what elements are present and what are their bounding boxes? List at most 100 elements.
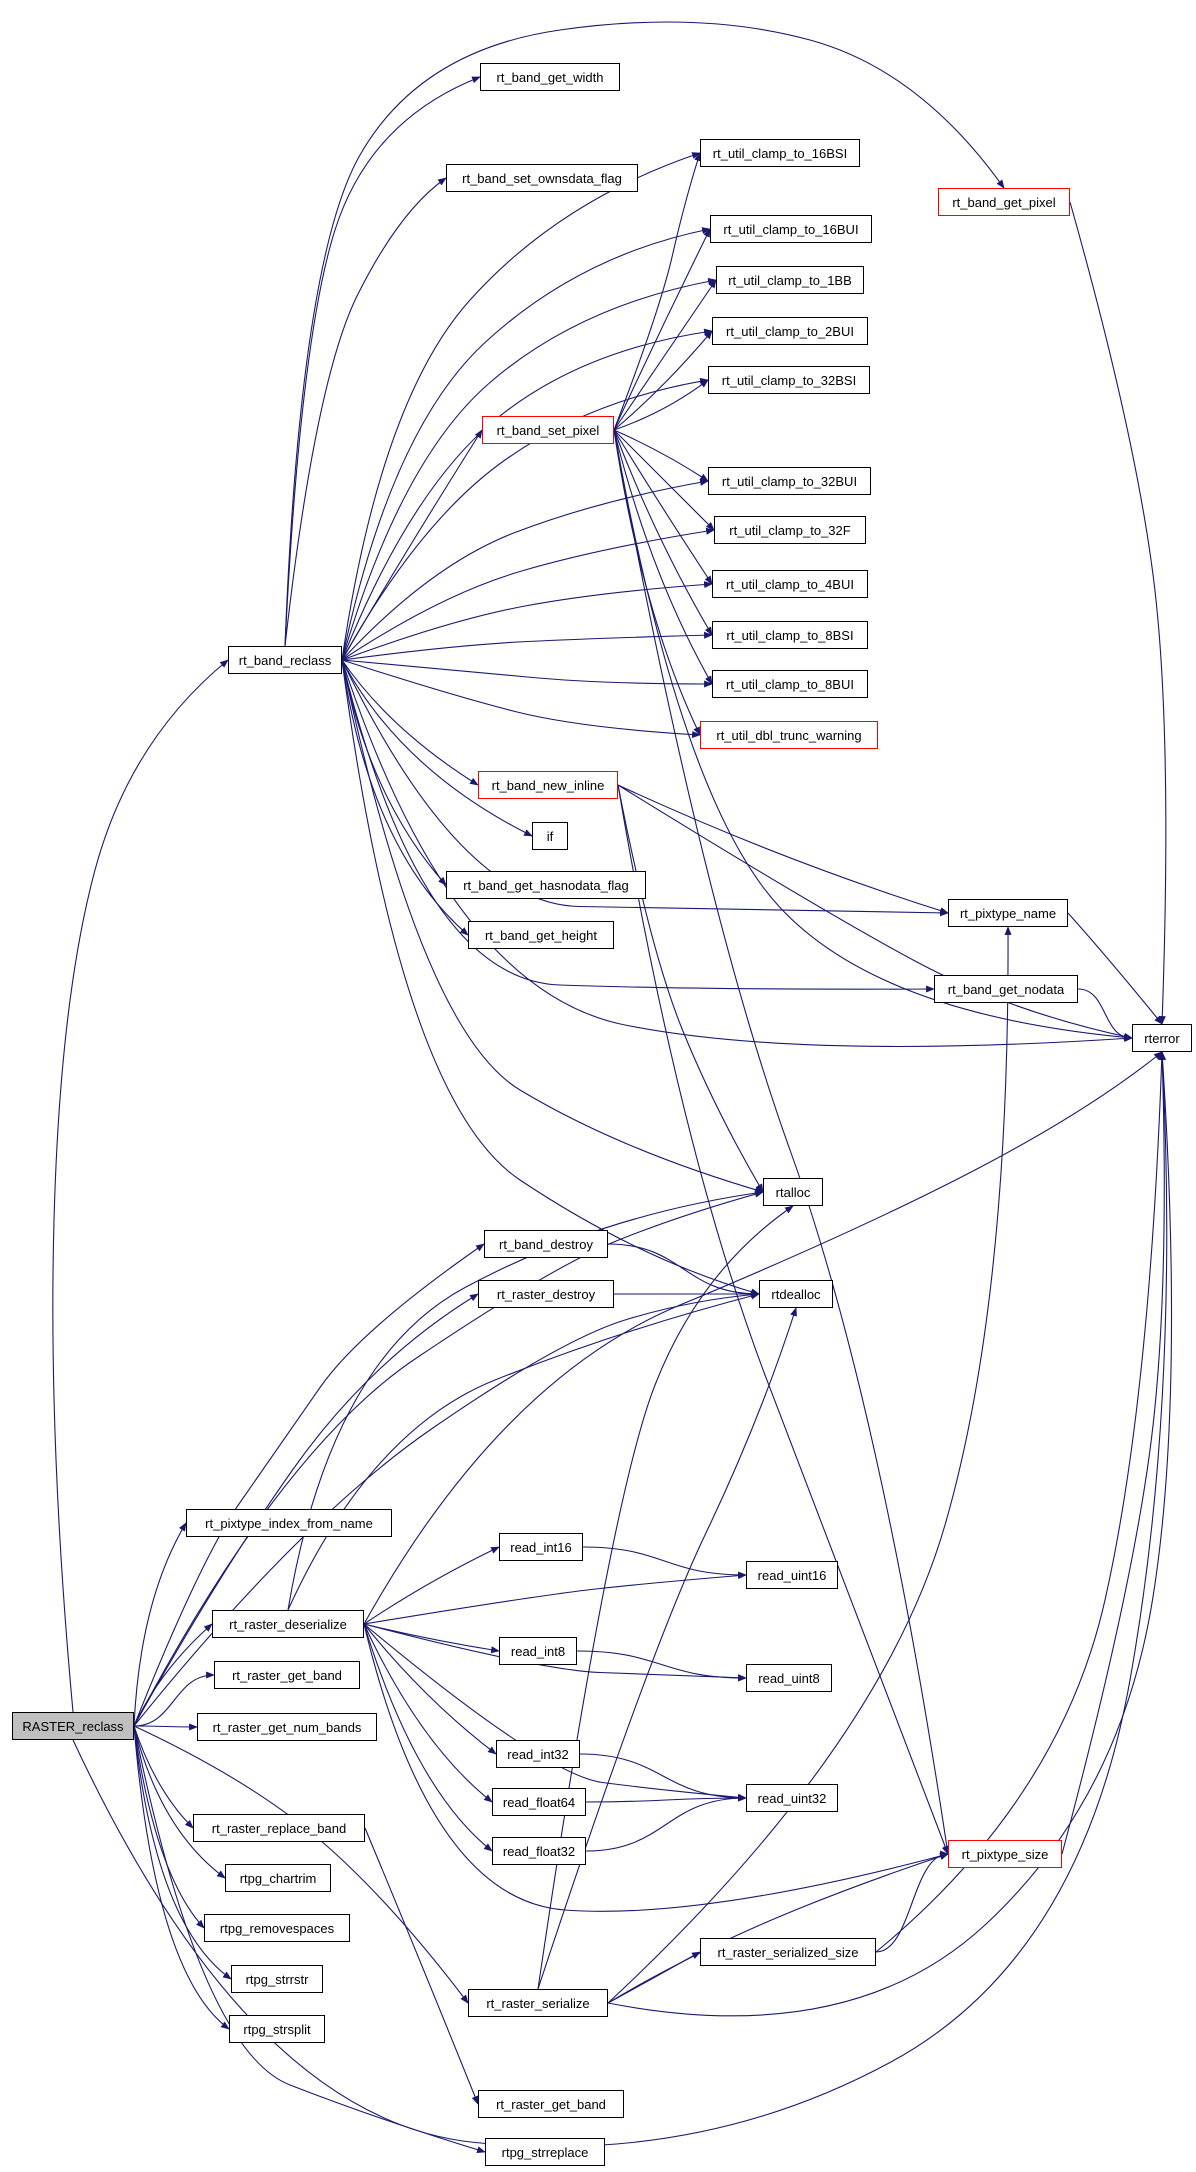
node-band_reclass[interactable]: rt_band_reclass (228, 646, 342, 674)
node-band_get_height[interactable]: rt_band_get_height (468, 921, 614, 949)
node-dbl_trunc_warning[interactable]: rt_util_dbl_trunc_warning (700, 721, 878, 749)
edge-band_new_inline-pixtype_name (617, 784, 949, 914)
edge-RASTER_reclass-band_destroy (133, 1243, 485, 1727)
node-rtpg_strreplace[interactable]: rtpg_strreplace (485, 2138, 605, 2166)
edge-raster_deserialize-pixtype_size (363, 1623, 949, 1912)
edge-band_set_pixel-clamp_16bui (613, 228, 711, 431)
edge-band_reclass-clamp_8bsi (341, 631, 713, 661)
edge-RASTER_reclass-rtpg_strsplit (133, 1725, 230, 2030)
node-rtpg_strrstr[interactable]: rtpg_strrstr (231, 1965, 323, 1993)
edge-band_set_pixel-clamp_8bui (613, 429, 713, 685)
node-band_destroy[interactable]: rt_band_destroy (484, 1230, 608, 1258)
node-rtdealloc[interactable]: rtdealloc (759, 1280, 833, 1308)
edge-band_reclass-band_get_height (341, 659, 469, 936)
node-raster_serialized_size[interactable]: rt_raster_serialized_size (700, 1938, 876, 1966)
node-raster_serialize[interactable]: rt_raster_serialize (468, 1989, 608, 2017)
node-rtpg_chartrim[interactable]: rtpg_chartrim (225, 1864, 331, 1892)
edge-RASTER_reclass-band_reclass (52, 659, 229, 1713)
node-read_float32[interactable]: read_float32 (492, 1837, 586, 1865)
node-band_set_pixel[interactable]: rt_band_set_pixel (482, 416, 614, 444)
node-band_get_nodata[interactable]: rt_band_get_nodata (934, 975, 1078, 1003)
node-read_int16[interactable]: read_int16 (499, 1533, 583, 1561)
node-band_set_ownsdata[interactable]: rt_band_set_ownsdata_flag (446, 164, 638, 192)
node-raster_destroy[interactable]: rt_raster_destroy (478, 1280, 614, 1308)
edge-band_reclass-rtalloc (341, 659, 764, 1194)
node-rtalloc[interactable]: rtalloc (763, 1178, 823, 1206)
node-label: rt_util_clamp_to_16BUI (723, 221, 859, 237)
node-raster_get_band2[interactable]: rt_raster_get_band (478, 2090, 624, 2118)
edge-RASTER_reclass-rtalloc (133, 1190, 764, 1727)
node-clamp_8bsi[interactable]: rt_util_clamp_to_8BSI (712, 621, 868, 649)
edge-raster_serialize-rtalloc (537, 1205, 794, 1990)
node-label: read_int32 (507, 1746, 569, 1762)
node-clamp_32bsi[interactable]: rt_util_clamp_to_32BSI (708, 366, 870, 394)
node-read_uint8[interactable]: read_uint8 (746, 1664, 832, 1692)
edge-band_reclass-clamp_4bui (341, 581, 713, 661)
node-pixtype_size[interactable]: rt_pixtype_size (948, 1840, 1062, 1868)
node-label: rt_pixtype_name (959, 905, 1057, 921)
node-read_int8[interactable]: read_int8 (499, 1637, 577, 1665)
edge-band_reclass-clamp_8bui (341, 659, 713, 688)
node-raster_replace_band[interactable]: rt_raster_replace_band (193, 1814, 365, 1842)
edge-RASTER_reclass-rtpg_removespaces (133, 1725, 205, 1929)
node-raster_get_num_bands[interactable]: rt_raster_get_num_bands (197, 1713, 377, 1741)
node-rterror[interactable]: rterror (1132, 1024, 1192, 1052)
edge-band_reclass-clamp_32bsi (341, 377, 709, 661)
edge-raster_deserialize-rtalloc (287, 1189, 764, 1611)
edge-RASTER_reclass-rtpg_chartrim (133, 1725, 226, 1879)
node-if[interactable]: if (532, 822, 568, 850)
node-band_get_hasnodata[interactable]: rt_band_get_hasnodata_flag (446, 871, 646, 899)
edge-band_set_pixel-dbl_trunc_warning (613, 429, 701, 736)
node-RASTER_reclass[interactable]: RASTER_reclass (12, 1712, 134, 1740)
node-rtpg_removespaces[interactable]: rtpg_removespaces (204, 1914, 350, 1942)
node-label: rt_util_clamp_to_32BUI (721, 473, 858, 489)
edge-band_reclass-rtdealloc (341, 659, 760, 1296)
node-band_get_width[interactable]: rt_band_get_width (480, 63, 620, 91)
node-label: rtalloc (775, 1184, 811, 1200)
edge-band_reclass-rterror (341, 659, 1133, 1048)
node-read_uint16[interactable]: read_uint16 (746, 1561, 838, 1589)
node-clamp_1bb[interactable]: rt_util_clamp_to_1BB (716, 266, 864, 294)
node-label: read_uint16 (757, 1567, 827, 1583)
edge-band_set_pixel-clamp_4bui (613, 429, 713, 585)
edge-RASTER_reclass-rterror (72, 1051, 1168, 2148)
node-rtpg_strsplit[interactable]: rtpg_strsplit (229, 2015, 325, 2043)
edge-RASTER_reclass-rtpg_strrstr (133, 1725, 232, 1980)
edge-band_set_pixel-pixtype_size (613, 429, 951, 1855)
node-label: rt_band_set_ownsdata_flag (462, 170, 622, 186)
node-read_float64[interactable]: read_float64 (492, 1788, 586, 1816)
node-label: rt_band_destroy (499, 1236, 593, 1252)
edge-band_set_pixel-rterror (613, 429, 1133, 1041)
node-pixtype_index_from_name[interactable]: rt_pixtype_index_from_name (186, 1509, 392, 1537)
node-clamp_32f[interactable]: rt_util_clamp_to_32F (714, 516, 866, 544)
node-raster_get_band[interactable]: rt_raster_get_band (214, 1661, 360, 1689)
node-pixtype_name[interactable]: rt_pixtype_name (948, 899, 1068, 927)
node-band_get_pixel[interactable]: rt_band_get_pixel (938, 188, 1070, 216)
edge-band_reclass-clamp_32f (341, 527, 715, 661)
node-label: rt_util_clamp_to_4BUI (726, 576, 854, 592)
node-label: read_uint8 (758, 1670, 820, 1686)
edge-band_set_pixel-clamp_32f (613, 429, 715, 531)
node-clamp_16bsi[interactable]: rt_util_clamp_to_16BSI (700, 139, 860, 167)
node-raster_deserialize[interactable]: rt_raster_deserialize (212, 1610, 364, 1638)
edge-band_set_pixel-clamp_32bsi (613, 379, 709, 431)
node-read_int32[interactable]: read_int32 (496, 1740, 580, 1768)
node-band_new_inline[interactable]: rt_band_new_inline (478, 771, 618, 799)
node-clamp_32bui[interactable]: rt_util_clamp_to_32BUI (708, 467, 871, 495)
edge-band_reclass-band_set_ownsdata (284, 177, 447, 647)
node-clamp_8bui[interactable]: rt_util_clamp_to_8BUI (712, 670, 868, 698)
node-label: read_uint32 (757, 1790, 827, 1806)
node-label: rt_band_get_hasnodata_flag (463, 877, 629, 893)
edge-band_reclass-band_get_width (284, 76, 481, 647)
node-clamp_2bui[interactable]: rt_util_clamp_to_2BUI (712, 317, 868, 345)
edge-read_int8-read_uint8 (576, 1650, 747, 1682)
node-read_uint32[interactable]: read_uint32 (746, 1784, 838, 1812)
node-label: rtpg_strsplit (243, 2021, 311, 2037)
node-label: rt_util_clamp_to_32BSI (721, 372, 857, 388)
edge-RASTER_reclass-rtdealloc (133, 1291, 760, 1727)
node-label: rt_band_reclass (238, 652, 332, 668)
edge-raster_deserialize-read_float32 (363, 1623, 493, 1852)
node-clamp_16bui[interactable]: rt_util_clamp_to_16BUI (710, 215, 872, 243)
node-clamp_4bui[interactable]: rt_util_clamp_to_4BUI (712, 570, 868, 598)
node-label: rt_util_clamp_to_8BUI (726, 676, 854, 692)
